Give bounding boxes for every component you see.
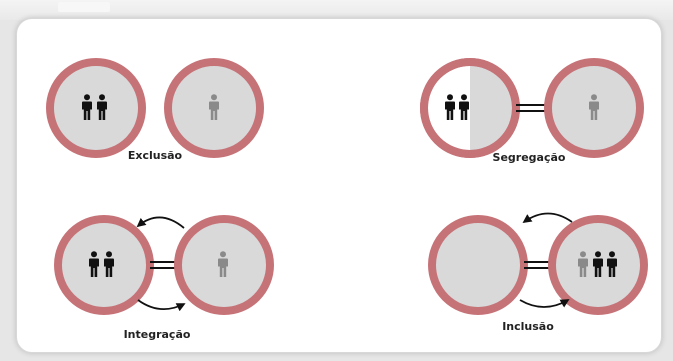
segregation-label: Segregação [492,151,566,164]
integration-label: Integração [123,328,191,341]
integration-panel [54,215,274,315]
connector-bridge [516,104,548,112]
arrow-icon [136,216,185,229]
arrow-icon [519,299,570,308]
segregation-panel [420,58,644,158]
connector-bridge [524,261,552,269]
exclusion-label: Exclusão [127,149,183,162]
window-top-bar [0,0,673,20]
arrow-icon [522,212,573,224]
exclusion-panel [46,58,264,158]
arrow-icon [137,299,186,312]
window-tab [58,2,110,12]
inclusion-panel [428,212,648,315]
connector-bridge [150,261,178,269]
inclusion-label: Inclusão [502,320,554,333]
empty-circle [428,215,528,315]
majority-circle [46,58,146,158]
